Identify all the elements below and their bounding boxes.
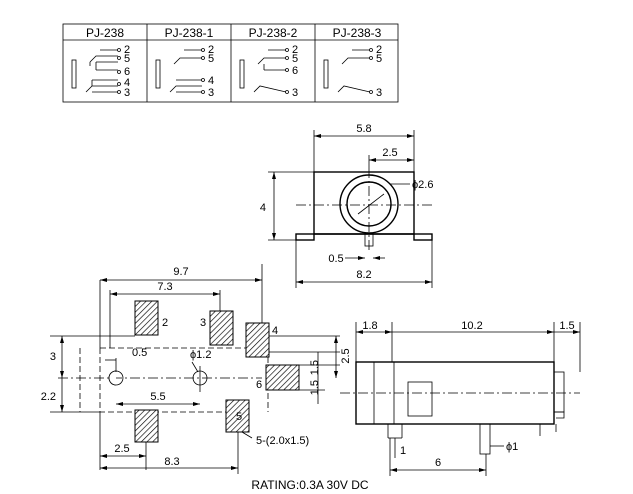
dim-width-top: 5.8	[356, 123, 371, 135]
svg-text:5: 5	[208, 53, 214, 65]
svg-text:3: 3	[124, 87, 130, 99]
pin-label: 3	[200, 317, 206, 329]
pad-pin-3	[209, 310, 234, 346]
dim-bot-off: 2.5	[114, 443, 129, 455]
dim-bot-len: 8.3	[164, 456, 179, 468]
svg-text:2: 2	[208, 44, 214, 56]
dim-hole-dia: ϕ2.6	[412, 179, 433, 191]
dim-right-a: 1.5	[309, 360, 321, 375]
rating-label: RATING:0.3A 30V DC	[251, 478, 368, 492]
svg-text:4: 4	[124, 77, 130, 89]
pin-label: 2	[162, 317, 168, 329]
pad-pin-5	[225, 399, 250, 433]
dim-right-b: 2.5	[340, 348, 352, 363]
dim-pin: 0.5	[328, 253, 343, 265]
schematic-pj238: 2 5 6 4 3	[71, 44, 130, 99]
dim-body: 10.2	[461, 320, 482, 332]
pin-label: 5	[236, 411, 242, 423]
dim-mid: 7.3	[157, 281, 172, 293]
front-view: 5.8 2.5 ϕ2.6 4 0.5 8.2	[260, 123, 433, 288]
footprint-view: 2 3 4 6 5 9.7 7.3 3 2.2 0.5 ϕ1.2	[41, 264, 352, 474]
dim-pitch: 5.5	[150, 391, 165, 403]
model-header: PJ-238-3	[333, 26, 382, 40]
model-header: PJ-238	[86, 26, 124, 40]
model-header: PJ-238-2	[249, 26, 298, 40]
dim-right-c: 1.5	[309, 380, 321, 395]
dim-left: 1.8	[362, 320, 377, 332]
model-header: PJ-238-1	[165, 26, 214, 40]
dim-hole-off: 0.5	[132, 347, 147, 359]
side-view: 1.8 10.2 1.5 ϕ1 1 6	[340, 320, 581, 476]
svg-text:3: 3	[292, 87, 298, 99]
dim-pin-w: 1	[400, 445, 406, 457]
pad-pin-4	[245, 322, 270, 358]
dim-left-v: 2.2	[41, 391, 56, 403]
schematic-table: PJ-238 PJ-238-1 PJ-238-2 PJ-238-3 2 5 6 …	[62, 23, 399, 103]
svg-text:5: 5	[124, 53, 130, 65]
dim-left-h: 3	[50, 351, 56, 363]
dim-base: 8.2	[356, 269, 371, 281]
pin-label: 4	[272, 325, 278, 337]
svg-text:6: 6	[124, 66, 130, 78]
dim-height: 4	[260, 202, 266, 214]
svg-text:2: 2	[124, 44, 130, 56]
table-border	[62, 23, 399, 103]
pad-pin-6	[265, 364, 300, 391]
pin-label: 6	[256, 379, 262, 391]
svg-text:5: 5	[376, 53, 382, 65]
schematic-pj238-3: 2 5 3	[323, 44, 382, 99]
schematic-pj238-2: 2 5 6 3	[239, 44, 298, 99]
svg-text:6: 6	[292, 65, 298, 77]
dim-total: 9.7	[173, 266, 188, 278]
svg-text:3: 3	[208, 87, 214, 99]
pad-pin-2	[134, 300, 159, 336]
dim-pad-note: 5-(2.0x1.5)	[256, 435, 309, 447]
svg-text:3: 3	[376, 87, 382, 99]
svg-text:5: 5	[292, 53, 298, 65]
jack-body-front	[313, 171, 415, 235]
svg-text:2: 2	[376, 44, 382, 56]
dim-hole-dia: ϕ1.2	[190, 349, 211, 361]
dim-pin-pos: 6	[435, 457, 441, 469]
schematic-pj238-1: 2 5 4 3	[155, 44, 214, 99]
pad-pin-2b	[134, 409, 159, 443]
dim-right: 1.5	[559, 320, 574, 332]
svg-text:2: 2	[292, 44, 298, 56]
svg-text:4: 4	[208, 75, 214, 87]
dim-offset: 2.5	[382, 147, 397, 159]
dim-pin-dia: ϕ1	[506, 441, 518, 453]
